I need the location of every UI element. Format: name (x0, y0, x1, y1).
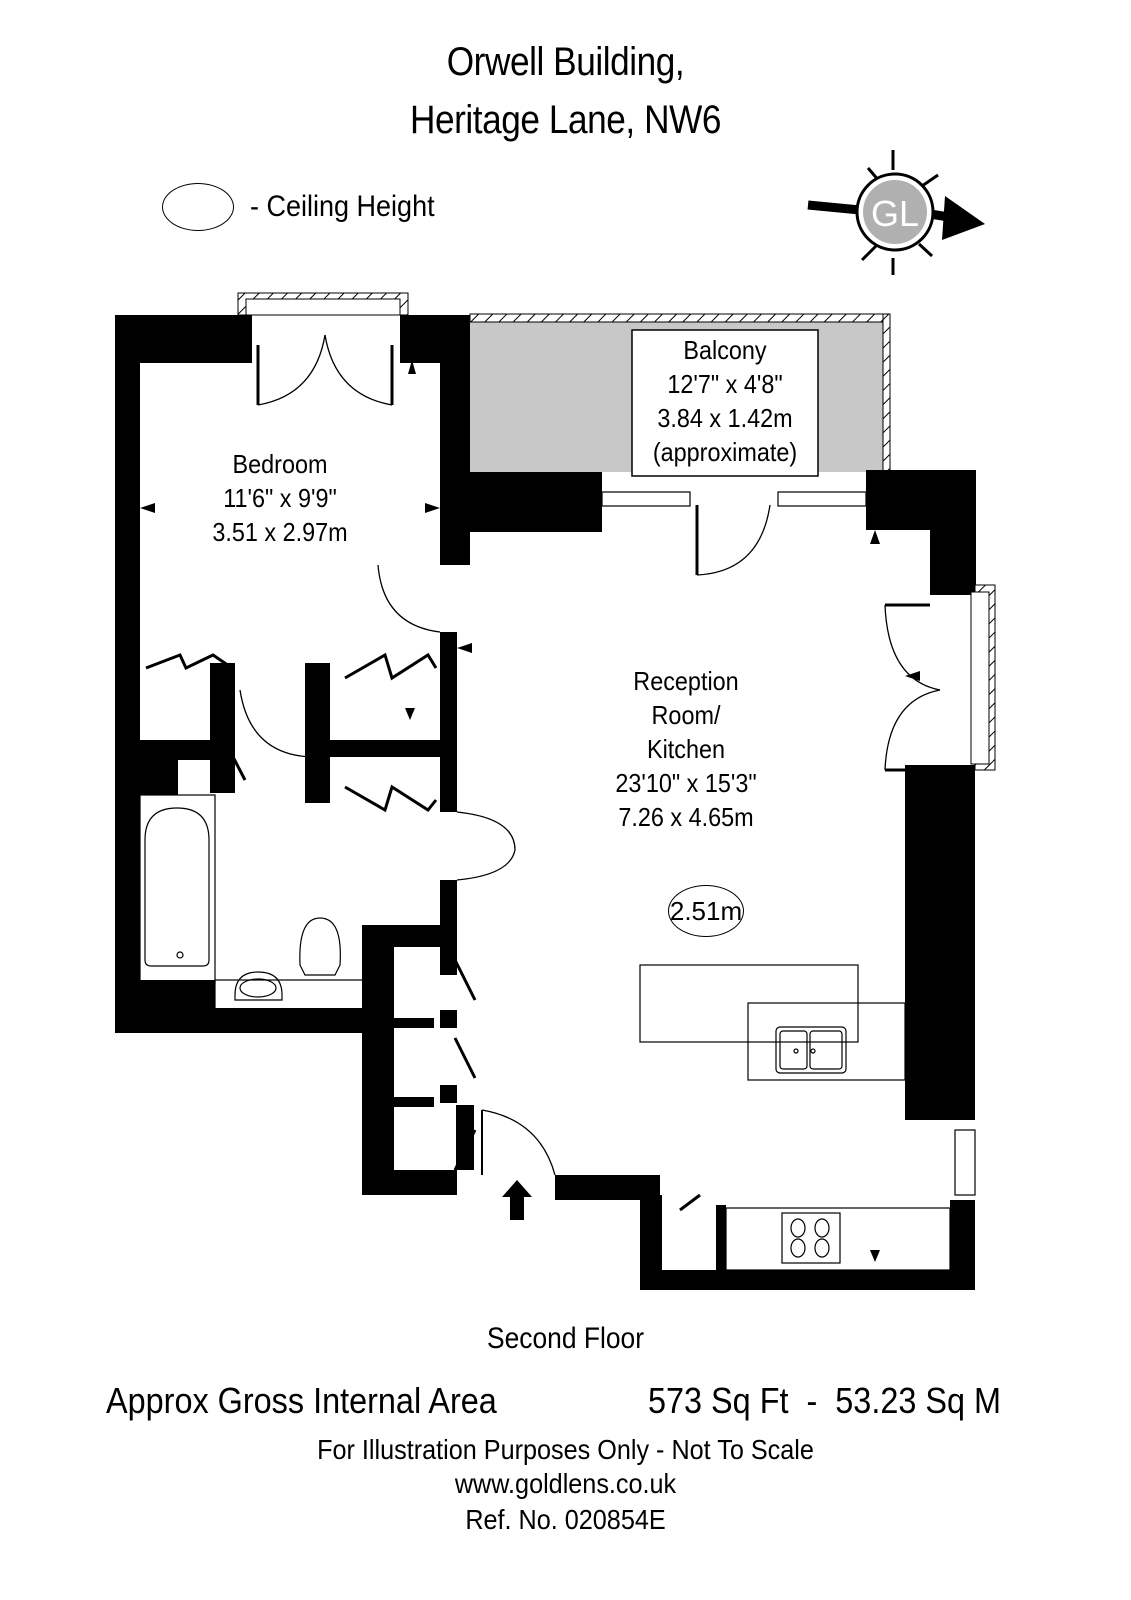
door-swings (239, 334, 941, 1176)
measurement-markers (140, 360, 920, 1262)
area-value: 573 Sq Ft - 53.23 Sq M (648, 1380, 1001, 1421)
balcony-name: Balcony (683, 335, 767, 365)
entrance-arrow-icon (502, 1180, 532, 1220)
bedroom-metric: 3.51 x 2.97m (212, 517, 348, 547)
balcony-area (469, 313, 891, 477)
bedroom-label: Bedroom 11'6" x 9'9" 3.51 x 2.97m (190, 447, 370, 549)
reception-name-line2: Room/ (651, 700, 721, 730)
svg-text:GL: GL (871, 193, 919, 234)
website-link[interactable]: www.goldlens.co.uk (454, 1468, 677, 1499)
balcony-note: (approximate) (652, 437, 798, 467)
reception-name-line3: Kitchen (646, 734, 726, 764)
property-title-line2: Heritage Lane, NW6 (410, 98, 721, 142)
ceiling-height-legend-label: - Ceiling Height (250, 190, 435, 223)
ceiling-height-legend-icon (162, 183, 234, 231)
ceiling-height-badge: 2.51m (668, 885, 744, 937)
property-title-line1: Orwell Building, (446, 40, 685, 84)
reception-name-line1: Reception (633, 666, 739, 696)
reception-imperial: 23'10" x 15'3" (615, 768, 757, 798)
balcony-metric: 3.84 x 1.42m (657, 403, 793, 433)
reception-metric: 7.26 x 4.65m (618, 802, 754, 832)
floor-name: Second Floor (486, 1322, 645, 1355)
reference-number: Ref. No. 020854E (465, 1504, 666, 1535)
disclaimer: For Illustration Purposes Only - Not To … (317, 1434, 814, 1465)
bedroom-imperial: 11'6" x 9'9" (223, 483, 337, 513)
reception-label: Reception Room/ Kitchen 23'10" x 15'3" 7… (596, 664, 776, 834)
bathroom-fixtures (139, 794, 366, 1011)
walls (115, 315, 976, 1290)
compass-icon: GL (807, 150, 985, 275)
area-label: Approx Gross Internal Area (106, 1380, 497, 1421)
kitchen-fixtures (639, 964, 951, 1271)
bedroom-name: Bedroom (232, 449, 328, 479)
balcony-imperial: 12'7" x 4'8" (667, 369, 783, 399)
balcony-label: Balcony 12'7" x 4'8" 3.84 x 1.42m (appro… (641, 333, 808, 469)
